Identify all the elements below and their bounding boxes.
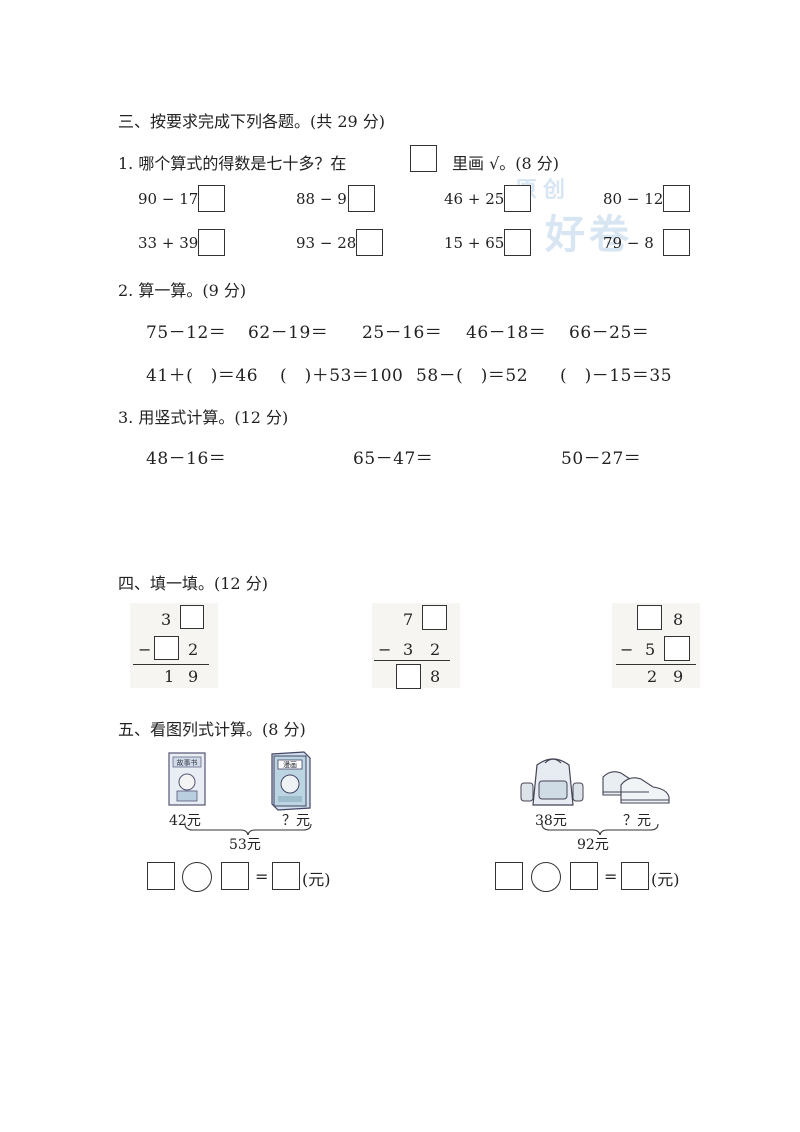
unknown-price: ？元: [282, 813, 310, 829]
digit: 5: [645, 640, 656, 659]
q3-label: 3. 用竖式计算。(12 分): [118, 408, 289, 427]
minus-sign: −: [378, 640, 392, 659]
digit-blank-box[interactable]: [396, 664, 421, 689]
sneakers-icon: [602, 771, 670, 804]
q2-expr: 58－( )＝52: [416, 366, 529, 386]
q1-answer-box[interactable]: [504, 185, 531, 212]
digit: 9: [673, 667, 684, 686]
digit-blank-box[interactable]: [154, 636, 179, 660]
known-price: 42元: [169, 813, 201, 829]
digit: 3: [161, 610, 172, 629]
digit-blank-box[interactable]: [637, 605, 662, 630]
number-box[interactable]: [570, 862, 598, 890]
q2-expr: 41＋( )＝46: [146, 366, 259, 386]
number-box[interactable]: [495, 862, 523, 890]
q1-label-after: 里画 √。(8 分): [452, 154, 560, 173]
svg-text:漫画: 漫画: [283, 760, 297, 769]
q1-answer-box[interactable]: [504, 229, 531, 256]
backpack-icon: [520, 758, 584, 806]
total-price: 92元: [577, 837, 609, 853]
q2-expr: 25－16＝: [362, 323, 443, 343]
backpack-shoes-illustration: [520, 758, 670, 806]
q1-expr: 79 − 8: [603, 234, 654, 252]
q1-answer-box[interactable]: [663, 229, 690, 256]
q1-expr: 90 − 17: [138, 190, 199, 208]
known-price: 38元: [535, 813, 567, 829]
digit: 2: [430, 640, 441, 659]
books-illustration: 故事书 漫画: [168, 751, 311, 811]
q1-example-box: [410, 145, 437, 172]
section5-title: 五、看图列式计算。(8 分): [118, 720, 306, 739]
q1-expr: 80 − 12: [603, 190, 664, 208]
unit-label: (元): [651, 870, 680, 889]
watermark-line2: 好卷: [545, 212, 633, 258]
q2-expr: ( )－15＝35: [560, 366, 673, 386]
digit: 2: [188, 640, 199, 659]
svg-text:故事书: 故事书: [177, 758, 198, 767]
story-book-icon: 故事书: [168, 752, 206, 806]
q1-answer-box[interactable]: [198, 229, 225, 256]
operator-circle[interactable]: [182, 862, 212, 892]
result-box[interactable]: [621, 862, 649, 890]
section4-title: 四、填一填。(12 分): [118, 574, 268, 593]
sum-line: [616, 664, 696, 666]
digit-blank-box[interactable]: [664, 636, 690, 661]
q1-label-before: 1. 哪个算式的得数是七十多？在: [118, 154, 347, 173]
digit: 1: [164, 667, 175, 686]
q1-expr: 15 + 65: [444, 234, 505, 252]
q2-expr: ( )＋53＝100: [280, 366, 404, 386]
number-box[interactable]: [221, 862, 249, 890]
unknown-price: ？元: [623, 813, 651, 829]
result-box[interactable]: [272, 862, 300, 890]
digit: 3: [403, 640, 414, 659]
watermark: 原创 好卷: [505, 172, 695, 262]
minus-sign: −: [138, 640, 152, 659]
q1-answer-box[interactable]: [663, 185, 690, 212]
digit: 2: [647, 667, 658, 686]
digit-blank-box[interactable]: [180, 605, 204, 629]
q1-expr: 93 − 28: [296, 234, 357, 252]
q2-expr: 66－25＝: [569, 323, 650, 343]
q1-answer-box[interactable]: [198, 185, 225, 212]
digit: 7: [403, 610, 414, 629]
q1-answer-box[interactable]: [348, 185, 375, 212]
total-brace: [184, 823, 312, 836]
q3-expr: 48－16＝: [146, 449, 227, 469]
sum-line: [133, 664, 209, 666]
q2-expr: 46－18＝: [466, 323, 547, 343]
q2-expr: 62－19＝: [248, 323, 329, 343]
total-brace: [541, 823, 659, 836]
q3-expr: 50－27＝: [561, 449, 642, 469]
number-box[interactable]: [147, 862, 175, 890]
operator-circle[interactable]: [531, 862, 561, 892]
q3-expr: 65－47＝: [353, 449, 434, 469]
digit: 9: [188, 667, 199, 686]
q2-label: 2. 算一算。(9 分): [118, 281, 247, 300]
q2-expr: 75－12＝: [146, 323, 227, 343]
equals-sign: =: [604, 867, 618, 886]
q1-expr: 46 + 25: [444, 190, 505, 208]
digit-blank-box[interactable]: [422, 605, 447, 630]
sum-line: [374, 660, 450, 662]
unit-label: (元): [302, 870, 331, 889]
q1-answer-box[interactable]: [356, 229, 383, 256]
total-price: 53元: [229, 837, 261, 853]
comic-book-icon: 漫画: [271, 751, 311, 811]
section3-title: 三、按要求完成下列各题。(共 29 分): [118, 112, 386, 131]
equals-sign: =: [255, 867, 269, 886]
digit: 8: [430, 667, 441, 686]
q1-expr: 88 − 9: [296, 190, 347, 208]
digit: 8: [673, 610, 684, 629]
minus-sign: −: [620, 640, 634, 659]
q1-expr: 33 + 39: [138, 234, 199, 252]
